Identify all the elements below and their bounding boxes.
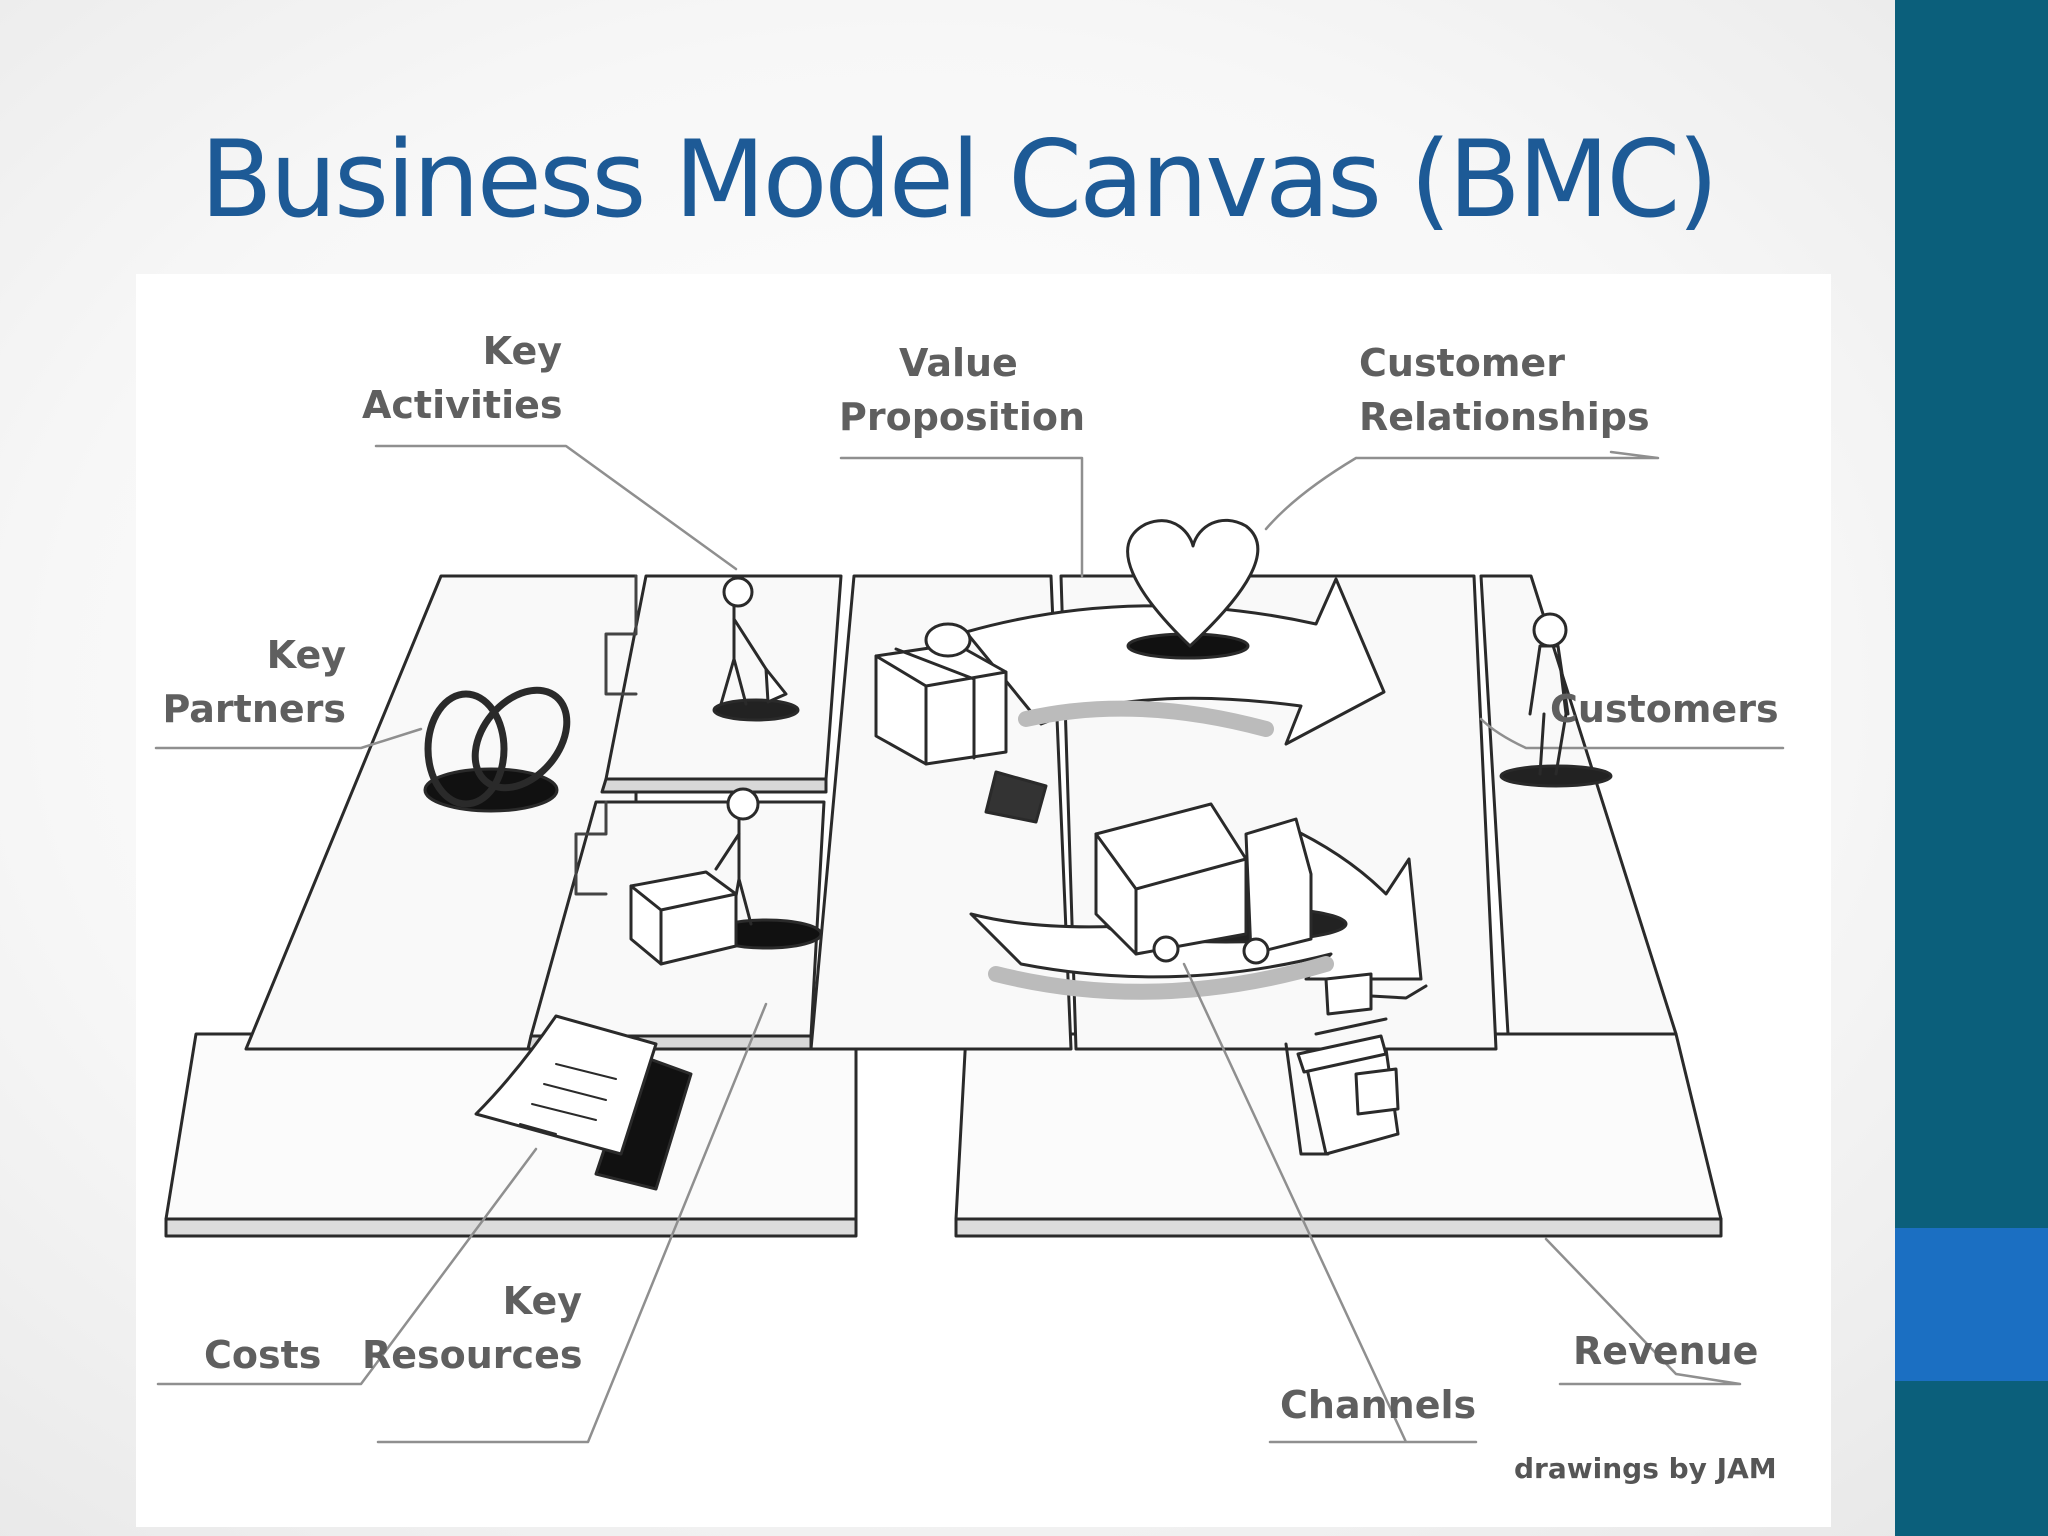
label-key-partners: Key Partners [162,633,346,731]
label-customers: Customers [1550,687,1779,731]
document-icon [474,1014,693,1191]
label-key-resources: Key Resources [362,1279,583,1377]
bmc-diagram: Key Activities Value Proposition Custome… [136,274,1831,1527]
heart-icon [1126,519,1260,660]
rings-icon [423,686,571,813]
sidebar-accent-blue [1895,1228,2048,1381]
leader-lines [154,444,1785,1444]
digging-person-icon [712,576,800,722]
person-icon [1499,612,1613,788]
cash-register-icon [1284,972,1428,1156]
person-with-machine-icon [629,787,823,966]
label-value-proposition: Value Proposition [839,341,1085,439]
drawing-credit: drawings by JAM [1514,1452,1777,1485]
label-key-activities: Key Activities [362,329,563,427]
label-customer-relationships: Customer Relationships [1359,341,1650,439]
label-costs: Costs [204,1333,322,1377]
slide-title: Business Model Canvas (BMC) [200,118,1719,241]
truck-icon [1094,802,1348,965]
label-revenue: Revenue [1573,1329,1759,1373]
label-channels: Channels [1280,1383,1477,1427]
gift-box-icon [874,622,1048,824]
